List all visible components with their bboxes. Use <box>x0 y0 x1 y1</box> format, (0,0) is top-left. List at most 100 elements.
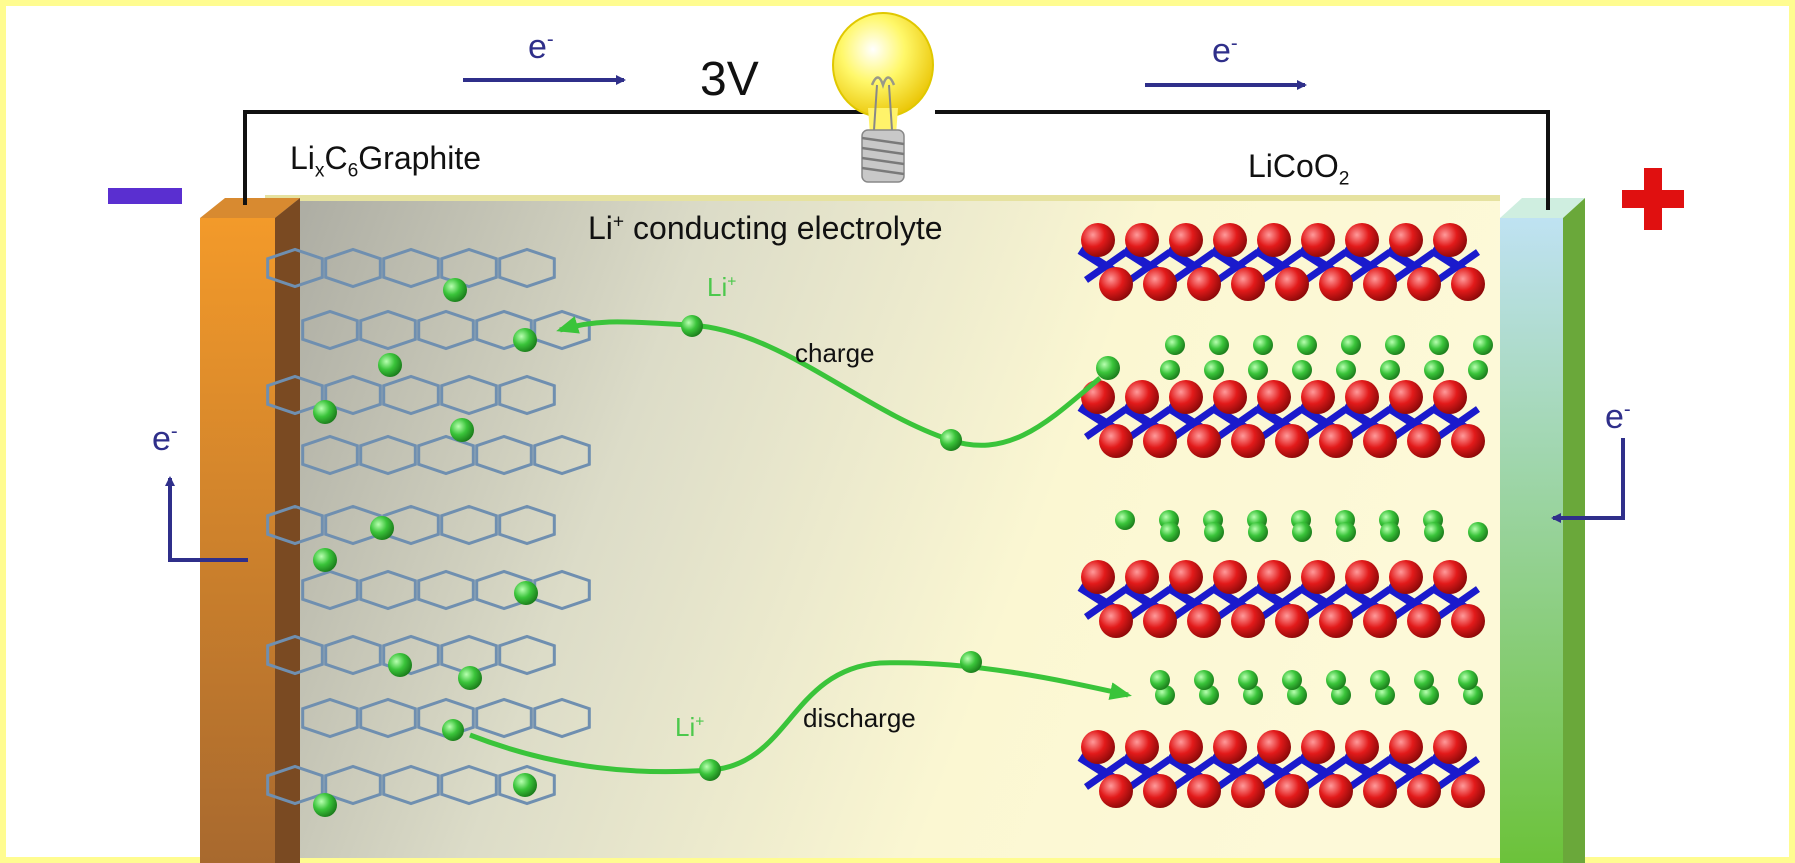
graphite-hexagon <box>359 434 417 476</box>
lithium-ion <box>1204 522 1224 542</box>
electron-label-right: e- <box>1605 398 1631 437</box>
oxygen-atom <box>1451 774 1485 808</box>
lithium-ion <box>313 548 337 572</box>
graphite-hexagon <box>324 374 382 416</box>
co-o-bond <box>1435 586 1481 620</box>
oxygen-atom <box>1099 774 1133 808</box>
ion-plus: + <box>695 713 705 731</box>
oxygen-atom <box>1169 380 1203 414</box>
oxygen-atom <box>1319 604 1353 638</box>
electron-symbol: e <box>528 28 547 66</box>
electron-arrow-right <box>1551 438 1625 523</box>
electron-label-top-left: e- <box>528 28 554 67</box>
electron-symbol: e <box>152 420 171 458</box>
lithium-ion <box>1468 522 1488 542</box>
oxygen-atom <box>1345 730 1379 764</box>
oxygen-atom <box>1407 424 1441 458</box>
electron-charge: - <box>170 420 178 443</box>
co-o-bond <box>1259 756 1305 790</box>
oxygen-atom <box>1389 380 1423 414</box>
graphite-hexagon <box>359 309 417 351</box>
lithium-ion <box>1165 335 1185 355</box>
lithium-ion <box>513 328 537 352</box>
co-o-bond <box>1127 406 1173 440</box>
oxygen-atom <box>1231 604 1265 638</box>
lithium-ion <box>1238 670 1258 690</box>
lithium-ion <box>450 418 474 442</box>
anode-6: 6 <box>347 160 359 182</box>
lithium-ion <box>1336 360 1356 380</box>
oxygen-atom <box>1125 380 1159 414</box>
oxygen-atom <box>1301 730 1335 764</box>
discharge-ion-label: Li+ <box>675 712 704 743</box>
oxygen-atom <box>1081 223 1115 257</box>
oxygen-atom <box>1187 267 1221 301</box>
graphite-hexagon <box>382 247 440 289</box>
graphite-hexagon <box>359 569 417 611</box>
graphite-hexagon <box>533 697 591 739</box>
oxygen-atom <box>1213 730 1247 764</box>
graphite-hexagon <box>266 764 324 806</box>
oxygen-atom <box>1275 424 1309 458</box>
oxygen-atom <box>1143 604 1177 638</box>
graphite-hexagon <box>382 504 440 546</box>
oxygen-atom <box>1345 380 1379 414</box>
cathode-2: 2 <box>1338 168 1350 190</box>
lithium-ion <box>1115 510 1135 530</box>
co-o-bond <box>1435 249 1481 283</box>
lithium-ion <box>1341 335 1361 355</box>
electron-label-left: e- <box>152 420 178 459</box>
oxygen-atom <box>1125 730 1159 764</box>
electrolyte-text: conducting electrolyte <box>624 210 943 246</box>
graphite-hexagon <box>324 634 382 676</box>
co-o-bond <box>1303 586 1349 620</box>
lithium-ion <box>1414 670 1434 690</box>
ion-li: Li <box>675 712 696 742</box>
lithium-ion <box>1326 670 1346 690</box>
graphite-hexagon <box>475 569 533 611</box>
graphite-anode-layers <box>266 247 591 806</box>
oxygen-atom <box>1257 223 1291 257</box>
anode-current-collector <box>200 198 300 863</box>
lithium-ion <box>1160 522 1180 542</box>
lithium-ion <box>514 581 538 605</box>
cathode-lithium-ions <box>1115 335 1493 705</box>
co-o-bond <box>1347 756 1393 790</box>
charge-label: charge <box>795 338 875 368</box>
co-o-bond <box>1391 586 1437 620</box>
graphite-hexagon <box>498 634 556 676</box>
co-o-bond <box>1083 249 1129 283</box>
lithium-ion <box>1282 670 1302 690</box>
oxygen-atom <box>1275 267 1309 301</box>
co-o-bond <box>1215 406 1261 440</box>
oxygen-atom <box>1407 774 1441 808</box>
lithium-ion <box>443 278 467 302</box>
oxygen-atom <box>1433 380 1467 414</box>
lithium-ion <box>458 666 482 690</box>
oxygen-atom <box>1169 730 1203 764</box>
oxygen-atom <box>1319 267 1353 301</box>
lithium-ion <box>1380 522 1400 542</box>
co-o-bond <box>1391 249 1437 283</box>
oxygen-atom <box>1345 560 1379 594</box>
graphite-hexagon <box>301 434 359 476</box>
lithium-ion <box>1292 360 1312 380</box>
oxygen-atom <box>1099 267 1133 301</box>
oxygen-atom <box>1081 730 1115 764</box>
graphite-hexagon <box>475 309 533 351</box>
co-o-bond <box>1127 586 1173 620</box>
graphite-hexagon <box>498 374 556 416</box>
oxygen-atom <box>1099 424 1133 458</box>
oxygen-atom <box>1187 424 1221 458</box>
graphite-hexagon <box>440 374 498 416</box>
graphite-hexagon <box>266 634 324 676</box>
lithium-ion <box>1458 670 1478 690</box>
graphite-hexagon <box>359 697 417 739</box>
oxygen-atom <box>1275 774 1309 808</box>
graphite-hexagon <box>266 247 324 289</box>
anode-x: x <box>314 160 325 182</box>
co-o-bond <box>1127 249 1173 283</box>
oxygen-atom <box>1213 380 1247 414</box>
anode-material-label: LixC6Graphite <box>290 140 481 182</box>
